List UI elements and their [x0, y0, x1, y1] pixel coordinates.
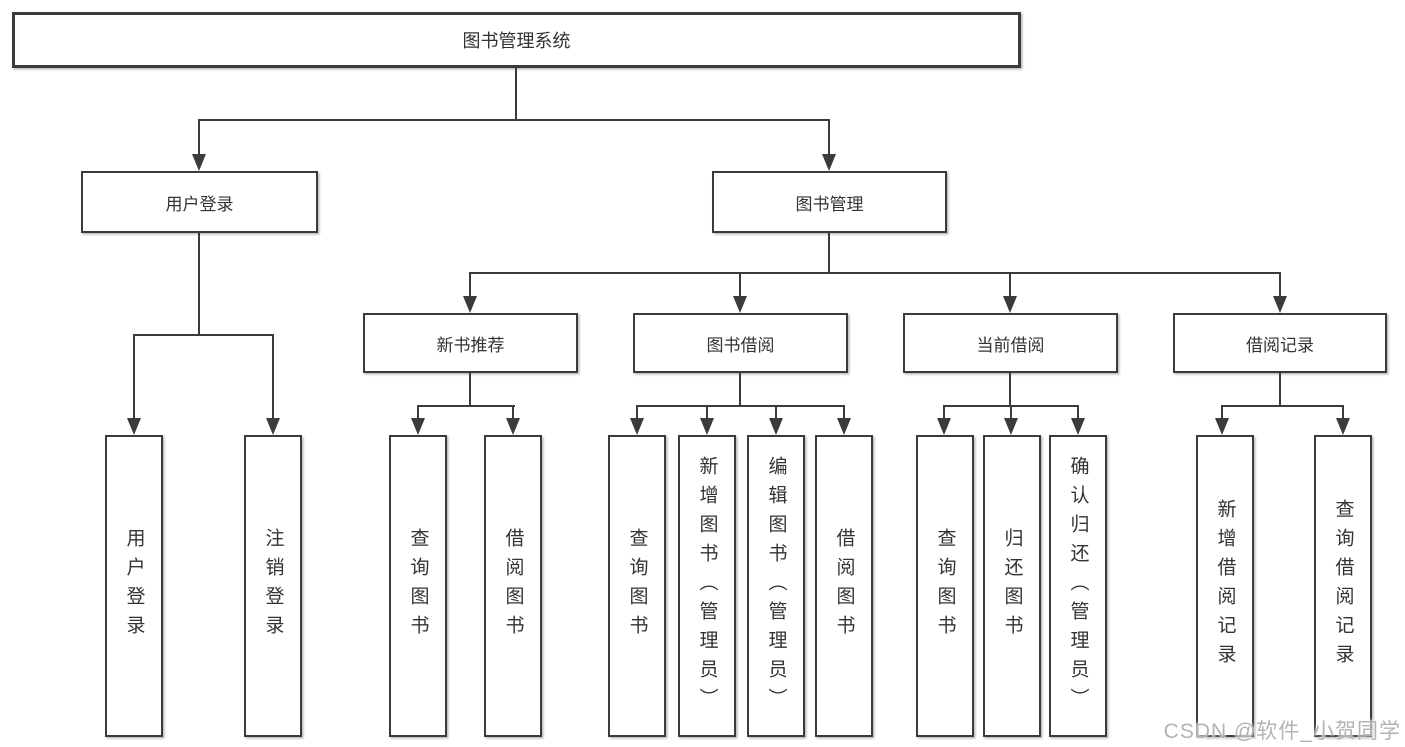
arrowhead-icon: [822, 154, 836, 171]
leaf-query-books: 查询图书: [389, 435, 447, 737]
connector-vline: [706, 405, 708, 419]
connector-vline: [843, 405, 845, 419]
connector-vline: [469, 272, 471, 297]
node-current-borrow: 当前借阅: [903, 313, 1118, 373]
csdn-watermark: CSDN @软件_小贺同学: [1163, 720, 1401, 743]
leaf-user-login: 用户登录: [105, 435, 163, 737]
arrowhead-icon: [700, 418, 714, 435]
connector-vline: [828, 233, 830, 274]
connector-vline: [1077, 405, 1079, 419]
arrowhead-icon: [733, 296, 747, 313]
arrowhead-icon: [837, 418, 851, 435]
connector-vline: [198, 233, 200, 336]
connector-hline: [636, 405, 845, 407]
leaf-add-books-admin: 新增图书（管理员）: [678, 435, 736, 737]
connector-vline: [739, 272, 741, 297]
leaf-borrow-books: 借阅图书: [815, 435, 873, 737]
connector-vline: [1009, 272, 1011, 297]
connector-hline: [417, 405, 515, 407]
arrowhead-icon: [1215, 418, 1229, 435]
leaf-query-books: 查询图书: [608, 435, 666, 737]
connector-hline: [469, 272, 1281, 274]
connector-vline: [1009, 373, 1011, 406]
connector-hline: [1221, 405, 1344, 407]
leaf-confirm-return-admin: 确认归还（管理员）: [1049, 435, 1107, 737]
arrowhead-icon: [1004, 418, 1018, 435]
leaf-add-borrow-record: 新增借阅记录: [1196, 435, 1254, 737]
connector-vline: [469, 373, 471, 406]
arrowhead-icon: [192, 154, 206, 171]
connector-vline: [636, 405, 638, 419]
connector-vline: [133, 334, 135, 419]
arrowhead-icon: [1273, 296, 1287, 313]
leaf-borrow-books: 借阅图书: [484, 435, 542, 737]
arrowhead-icon: [1336, 418, 1350, 435]
node-new-book-recommend: 新书推荐: [363, 313, 578, 373]
connector-vline: [1342, 405, 1344, 419]
leaf-return-books: 归还图书: [983, 435, 1041, 737]
connector-vline: [198, 119, 200, 155]
leaf-logout: 注销登录: [244, 435, 302, 737]
connector-vline: [1279, 272, 1281, 297]
node-root: 图书管理系统: [12, 12, 1021, 68]
leaf-query-borrow-record: 查询借阅记录: [1314, 435, 1372, 737]
connector-vline: [943, 405, 945, 419]
arrowhead-icon: [630, 418, 644, 435]
connector-hline: [198, 119, 830, 121]
leaf-edit-books-admin: 编辑图书（管理员）: [747, 435, 805, 737]
connector-vline: [515, 68, 517, 120]
node-user-login: 用户登录: [81, 171, 318, 233]
connector-vline: [828, 119, 830, 155]
connector-vline: [739, 373, 741, 406]
connector-vline: [775, 405, 777, 419]
arrowhead-icon: [937, 418, 951, 435]
connector-vline: [417, 405, 419, 419]
connector-vline: [1221, 405, 1223, 419]
arrowhead-icon: [463, 296, 477, 313]
node-borrow-records: 借阅记录: [1173, 313, 1387, 373]
connector-vline: [1279, 373, 1281, 406]
connector-vline: [512, 405, 514, 419]
arrowhead-icon: [411, 418, 425, 435]
connector-vline: [1010, 405, 1012, 419]
arrowhead-icon: [266, 418, 280, 435]
arrowhead-icon: [127, 418, 141, 435]
node-book-management: 图书管理: [712, 171, 947, 233]
connector-vline: [272, 334, 274, 419]
arrowhead-icon: [769, 418, 783, 435]
arrowhead-icon: [506, 418, 520, 435]
node-book-borrow: 图书借阅: [633, 313, 848, 373]
arrowhead-icon: [1071, 418, 1085, 435]
connector-hline: [133, 334, 274, 336]
leaf-query-books: 查询图书: [916, 435, 974, 737]
arrowhead-icon: [1003, 296, 1017, 313]
